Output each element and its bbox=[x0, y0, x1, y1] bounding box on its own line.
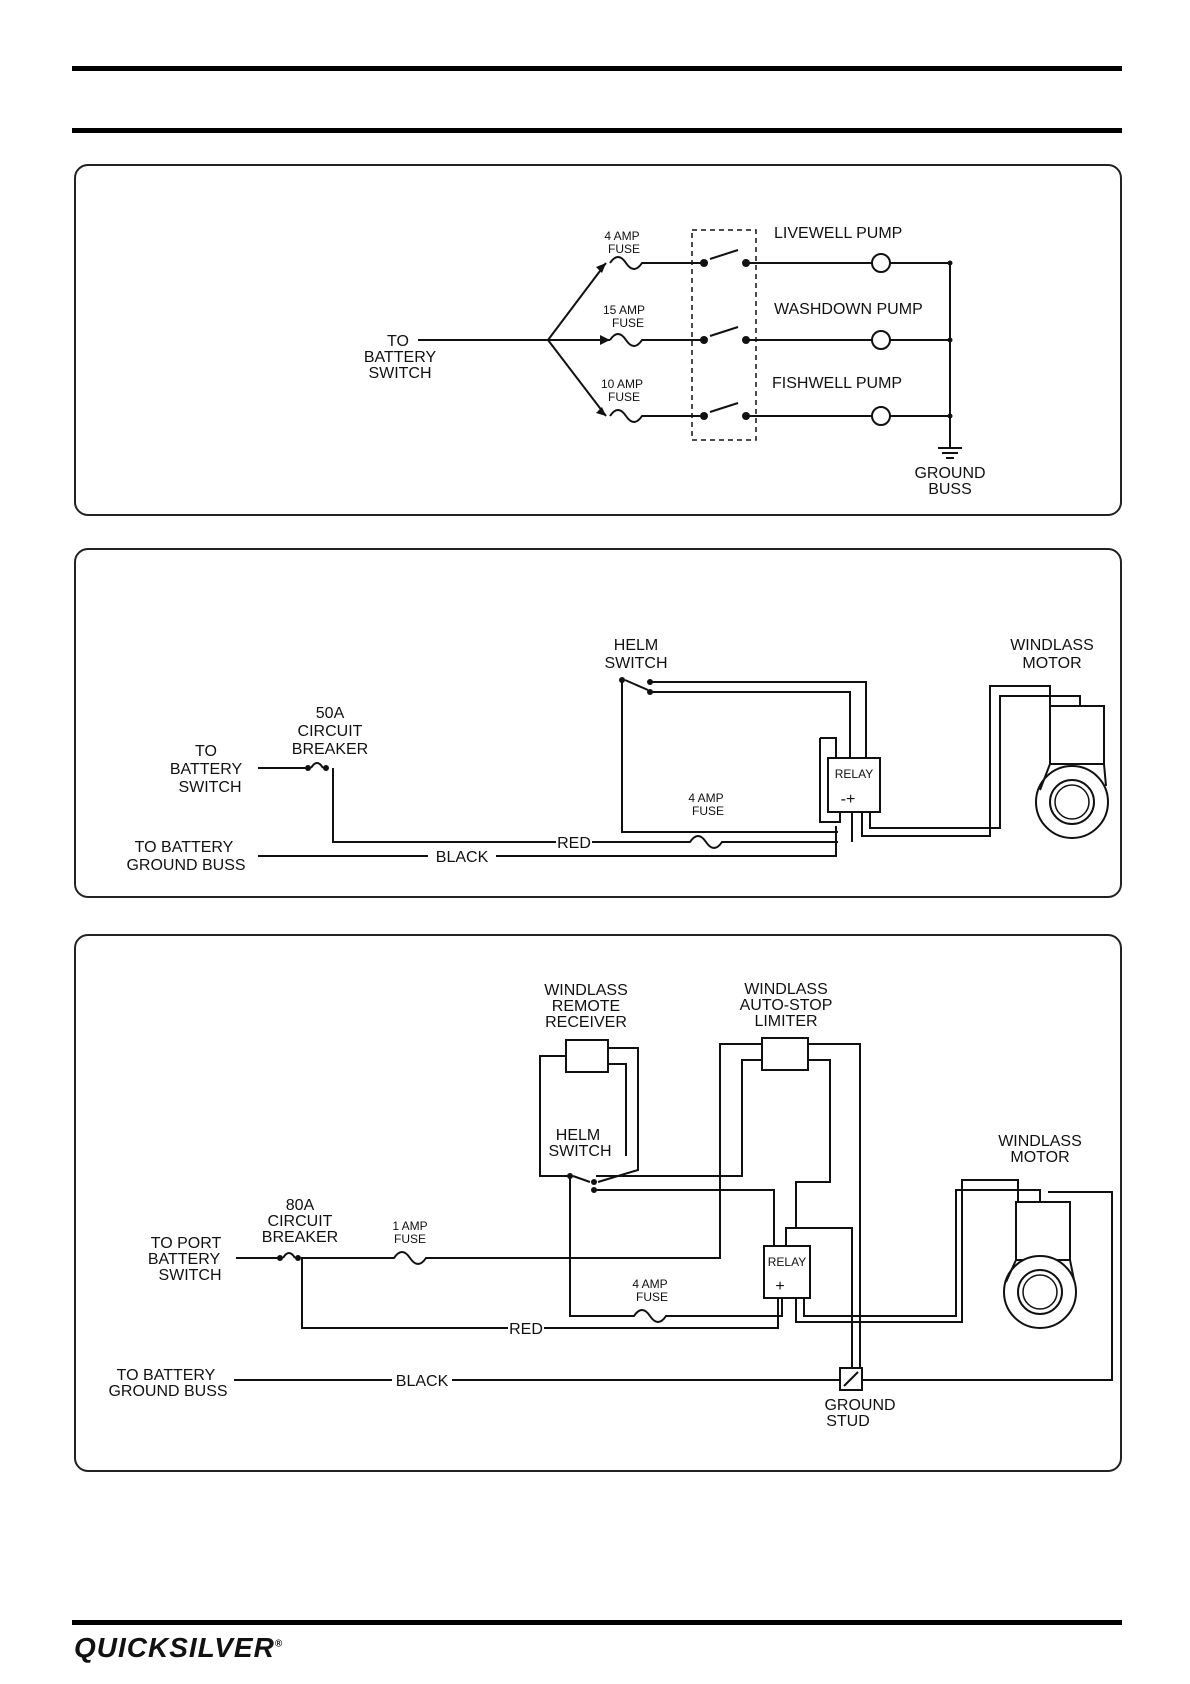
d2-source-line3: SWITCH bbox=[178, 779, 241, 796]
diagram-windlass-basic: TO BATTERY SWITCH 50A CIRCUIT BREAKER RE… bbox=[126, 637, 1109, 874]
panel-windlass-remote bbox=[74, 934, 1122, 1472]
d2-breaker-line1: 50A bbox=[316, 705, 345, 722]
brand-mark: ® bbox=[274, 1638, 284, 1650]
d2-motor-line1: WINDLASS bbox=[1010, 637, 1094, 654]
d3-source-line2: BATTERY bbox=[148, 1251, 221, 1268]
d3-ground-line1: TO BATTERY bbox=[117, 1367, 216, 1384]
d3-fuse1-line2: FUSE bbox=[394, 1232, 426, 1246]
d3-relay-terms: + bbox=[775, 1278, 784, 1295]
d3-motor-line2: MOTOR bbox=[1010, 1149, 1069, 1166]
d3-breaker-line1: 80A bbox=[286, 1197, 315, 1214]
diagram-pumps: TO BATTERY SWITCH 4 AMP FUSE 15 AMP FUSE… bbox=[364, 225, 986, 498]
header-rule bbox=[72, 128, 1122, 133]
d1-fuse1-line1: 4 AMP bbox=[604, 229, 639, 243]
d3-receiver-line2: REMOTE bbox=[552, 998, 620, 1015]
d3-source-line3: SWITCH bbox=[158, 1267, 221, 1284]
d1-ground-line1: GROUND bbox=[914, 465, 985, 482]
d1-load-fishwell: FISHWELL PUMP bbox=[772, 375, 902, 392]
d1-fuse2-line2: FUSE bbox=[612, 316, 644, 330]
d1-load-livewell: LIVEWELL PUMP bbox=[774, 225, 902, 242]
d2-fuse-line2: FUSE bbox=[692, 804, 724, 818]
d3-source-line1: TO PORT bbox=[151, 1235, 222, 1252]
d3-breaker-line2: CIRCUIT bbox=[268, 1213, 333, 1230]
d3-wire-red: RED bbox=[509, 1321, 543, 1338]
d2-relay-label: RELAY bbox=[835, 767, 873, 781]
d3-helm-line1: HELM bbox=[556, 1127, 600, 1144]
d3-helm-line2: SWITCH bbox=[548, 1143, 611, 1160]
d2-ground-line2: GROUND BUSS bbox=[126, 857, 245, 874]
d3-fuse2-line1: 4 AMP bbox=[632, 1277, 667, 1291]
d2-motor-line2: MOTOR bbox=[1022, 655, 1081, 672]
d3-relay-label: RELAY bbox=[768, 1255, 806, 1269]
quicksilver-logo: QUICKSILVER® bbox=[74, 1632, 283, 1664]
brand-name: QUICKSILVER bbox=[74, 1632, 275, 1663]
d1-fuse3-line1: 10 AMP bbox=[601, 377, 643, 391]
d3-breaker-line3: BREAKER bbox=[262, 1229, 338, 1246]
d2-helm-line1: HELM bbox=[614, 637, 658, 654]
d2-helm-line2: SWITCH bbox=[604, 655, 667, 672]
d3-receiver-line1: WINDLASS bbox=[544, 982, 628, 999]
d2-relay-terms: -+ bbox=[841, 791, 856, 808]
d2-ground-line1: TO BATTERY bbox=[135, 839, 234, 856]
d3-fuse2-line2: FUSE bbox=[636, 1290, 668, 1304]
d3-limiter-line1: WINDLASS bbox=[744, 981, 828, 998]
d2-source-line1: TO bbox=[195, 743, 217, 760]
d2-wire-red: RED bbox=[557, 835, 591, 852]
footer-rule bbox=[72, 1620, 1122, 1625]
d3-wire-black: BLACK bbox=[396, 1373, 449, 1390]
panel-windlass-basic bbox=[74, 548, 1122, 898]
d3-limiter-line2: AUTO-STOP bbox=[740, 997, 833, 1014]
diagram-windlass-remote: TO PORT BATTERY SWITCH 80A CIRCUIT BREAK… bbox=[108, 981, 1113, 1430]
d1-source-line1: TO bbox=[387, 333, 409, 350]
d3-stud-line2: STUD bbox=[826, 1413, 870, 1430]
d1-source-line3: SWITCH bbox=[368, 365, 431, 382]
top-rule bbox=[72, 66, 1122, 71]
d3-fuse1-line1: 1 AMP bbox=[392, 1219, 427, 1233]
d2-breaker-line2: CIRCUIT bbox=[298, 723, 363, 740]
d2-source-line2: BATTERY bbox=[170, 761, 243, 778]
d1-source-line2: BATTERY bbox=[364, 349, 437, 366]
d3-stud-line1: GROUND bbox=[824, 1397, 895, 1414]
d1-load-washdown: WASHDOWN PUMP bbox=[774, 301, 923, 318]
d1-fuse2-line1: 15 AMP bbox=[603, 303, 645, 317]
d3-ground-line2: GROUND BUSS bbox=[108, 1383, 227, 1400]
d2-breaker-line3: BREAKER bbox=[292, 741, 368, 758]
d1-ground-line2: BUSS bbox=[928, 481, 972, 498]
d2-fuse-line1: 4 AMP bbox=[688, 791, 723, 805]
d3-limiter-line3: LIMITER bbox=[754, 1013, 817, 1030]
d1-fuse3-line2: FUSE bbox=[608, 390, 640, 404]
d2-wire-black: BLACK bbox=[436, 849, 489, 866]
d3-motor-line1: WINDLASS bbox=[998, 1133, 1082, 1150]
d1-fuse1-line2: FUSE bbox=[608, 242, 640, 256]
d3-receiver-line3: RECEIVER bbox=[545, 1014, 627, 1031]
